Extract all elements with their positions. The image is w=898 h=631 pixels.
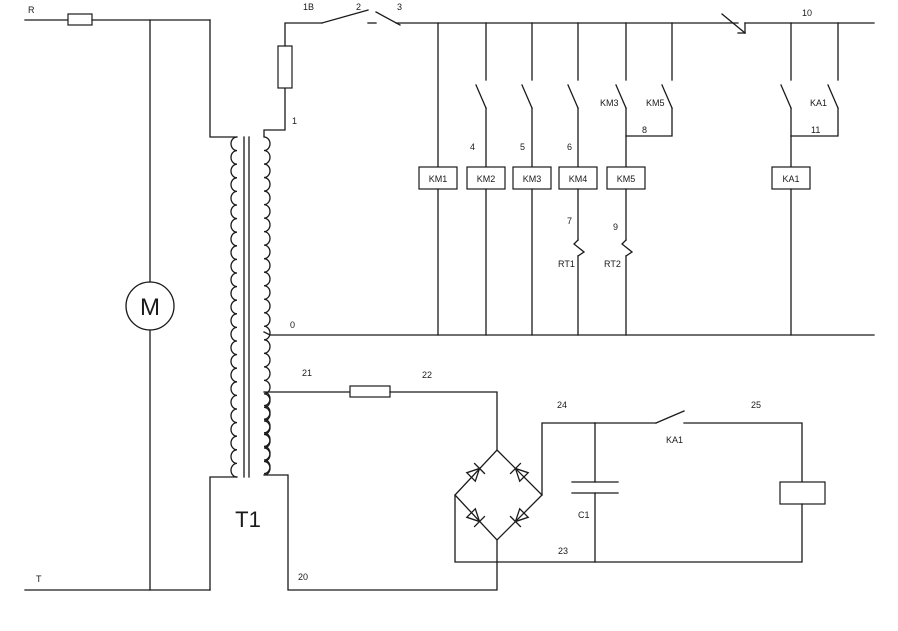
label-24: 24 xyxy=(557,400,567,410)
label-11: 11 xyxy=(811,125,820,135)
motor-label: M xyxy=(140,294,160,321)
coil-km2-label: KM2 xyxy=(477,174,496,184)
label-4: 4 xyxy=(470,142,475,152)
motor-branch: M xyxy=(125,19,175,591)
coil-km1-label: KM1 xyxy=(429,174,448,184)
diode-4 xyxy=(509,507,530,528)
label-23: 23 xyxy=(558,546,568,556)
label-6: 6 xyxy=(567,142,572,152)
capacitor-c1 xyxy=(571,422,619,563)
km2-contact xyxy=(475,84,487,109)
branch-km4: KM4 xyxy=(558,22,598,336)
coil-km5-label: KM5 xyxy=(617,174,636,184)
diode-2 xyxy=(509,462,530,483)
label-1: 1 xyxy=(292,116,297,126)
branch-km3: KM3 xyxy=(512,22,552,336)
control-fuse xyxy=(277,45,293,89)
km4-branch-contact xyxy=(567,84,579,109)
diode-bridge xyxy=(454,449,543,541)
label-r: R xyxy=(28,5,35,15)
label-10: 10 xyxy=(802,8,812,18)
branch-km5: KM5 xyxy=(606,22,673,336)
label-rt1: RT1 xyxy=(558,259,575,269)
branch-km1: KM1 xyxy=(418,22,458,336)
label-20: 20 xyxy=(298,572,308,582)
control-top-bus xyxy=(263,9,875,138)
switch-2-contact xyxy=(321,9,369,24)
label-ka1-contact-top: KA1 xyxy=(810,98,827,108)
rectifier-fuse xyxy=(349,385,391,398)
label-2: 2 xyxy=(356,2,361,12)
transformer-primary-winding xyxy=(230,136,238,478)
rt1-contact xyxy=(573,239,586,257)
diode-3 xyxy=(465,507,486,528)
transformer-secondary-winding-control xyxy=(263,136,271,476)
km5-holding-contact xyxy=(661,84,673,109)
label-c1: C1 xyxy=(578,510,590,520)
branch-ka1: KA1 xyxy=(771,22,839,336)
transformer-secondary-winding-rectifier xyxy=(263,391,271,475)
label-21: 21 xyxy=(302,368,312,378)
stop-contact xyxy=(721,13,746,34)
km3-interlock-contact xyxy=(615,84,627,109)
node-labels: R T 1B 2 3 10 1 0 4 5 6 7 8 9 11 KM3 KM5… xyxy=(28,2,827,584)
branch-km2: KM2 xyxy=(466,22,506,336)
label-ka1-contact-bottom: KA1 xyxy=(666,435,683,445)
diode-1 xyxy=(465,462,486,483)
label-km3-contact: KM3 xyxy=(600,98,619,108)
label-3: 3 xyxy=(397,2,402,12)
coil-km3-label: KM3 xyxy=(523,174,542,184)
ka1-start-contact xyxy=(780,84,792,109)
label-t: T xyxy=(36,574,42,584)
coil-km4-label: KM4 xyxy=(569,174,588,184)
transformer-label: T1 xyxy=(235,507,261,532)
label-8: 8 xyxy=(642,125,647,135)
ka1-holding-contact xyxy=(827,84,839,109)
coil-ka1-label: KA1 xyxy=(782,174,799,184)
label-9: 9 xyxy=(613,222,618,232)
label-25: 25 xyxy=(751,400,761,410)
rectifier-circuit xyxy=(263,385,826,591)
control-bottom-bus xyxy=(263,331,875,336)
dc-load-coil xyxy=(779,481,826,505)
label-5: 5 xyxy=(520,142,525,152)
main-fuse xyxy=(67,13,93,26)
label-22: 22 xyxy=(422,370,432,380)
label-rt2: RT2 xyxy=(604,259,621,269)
transformer-t1: T1 xyxy=(209,19,271,591)
rt2-contact xyxy=(621,239,634,257)
supply-line-r xyxy=(24,13,211,26)
label-km5-contact: KM5 xyxy=(646,98,665,108)
label-1b: 1B xyxy=(303,2,314,12)
label-7: 7 xyxy=(567,216,572,226)
km3-branch-contact xyxy=(521,84,533,109)
label-0: 0 xyxy=(290,320,295,330)
ka1-dc-contact xyxy=(655,410,685,424)
